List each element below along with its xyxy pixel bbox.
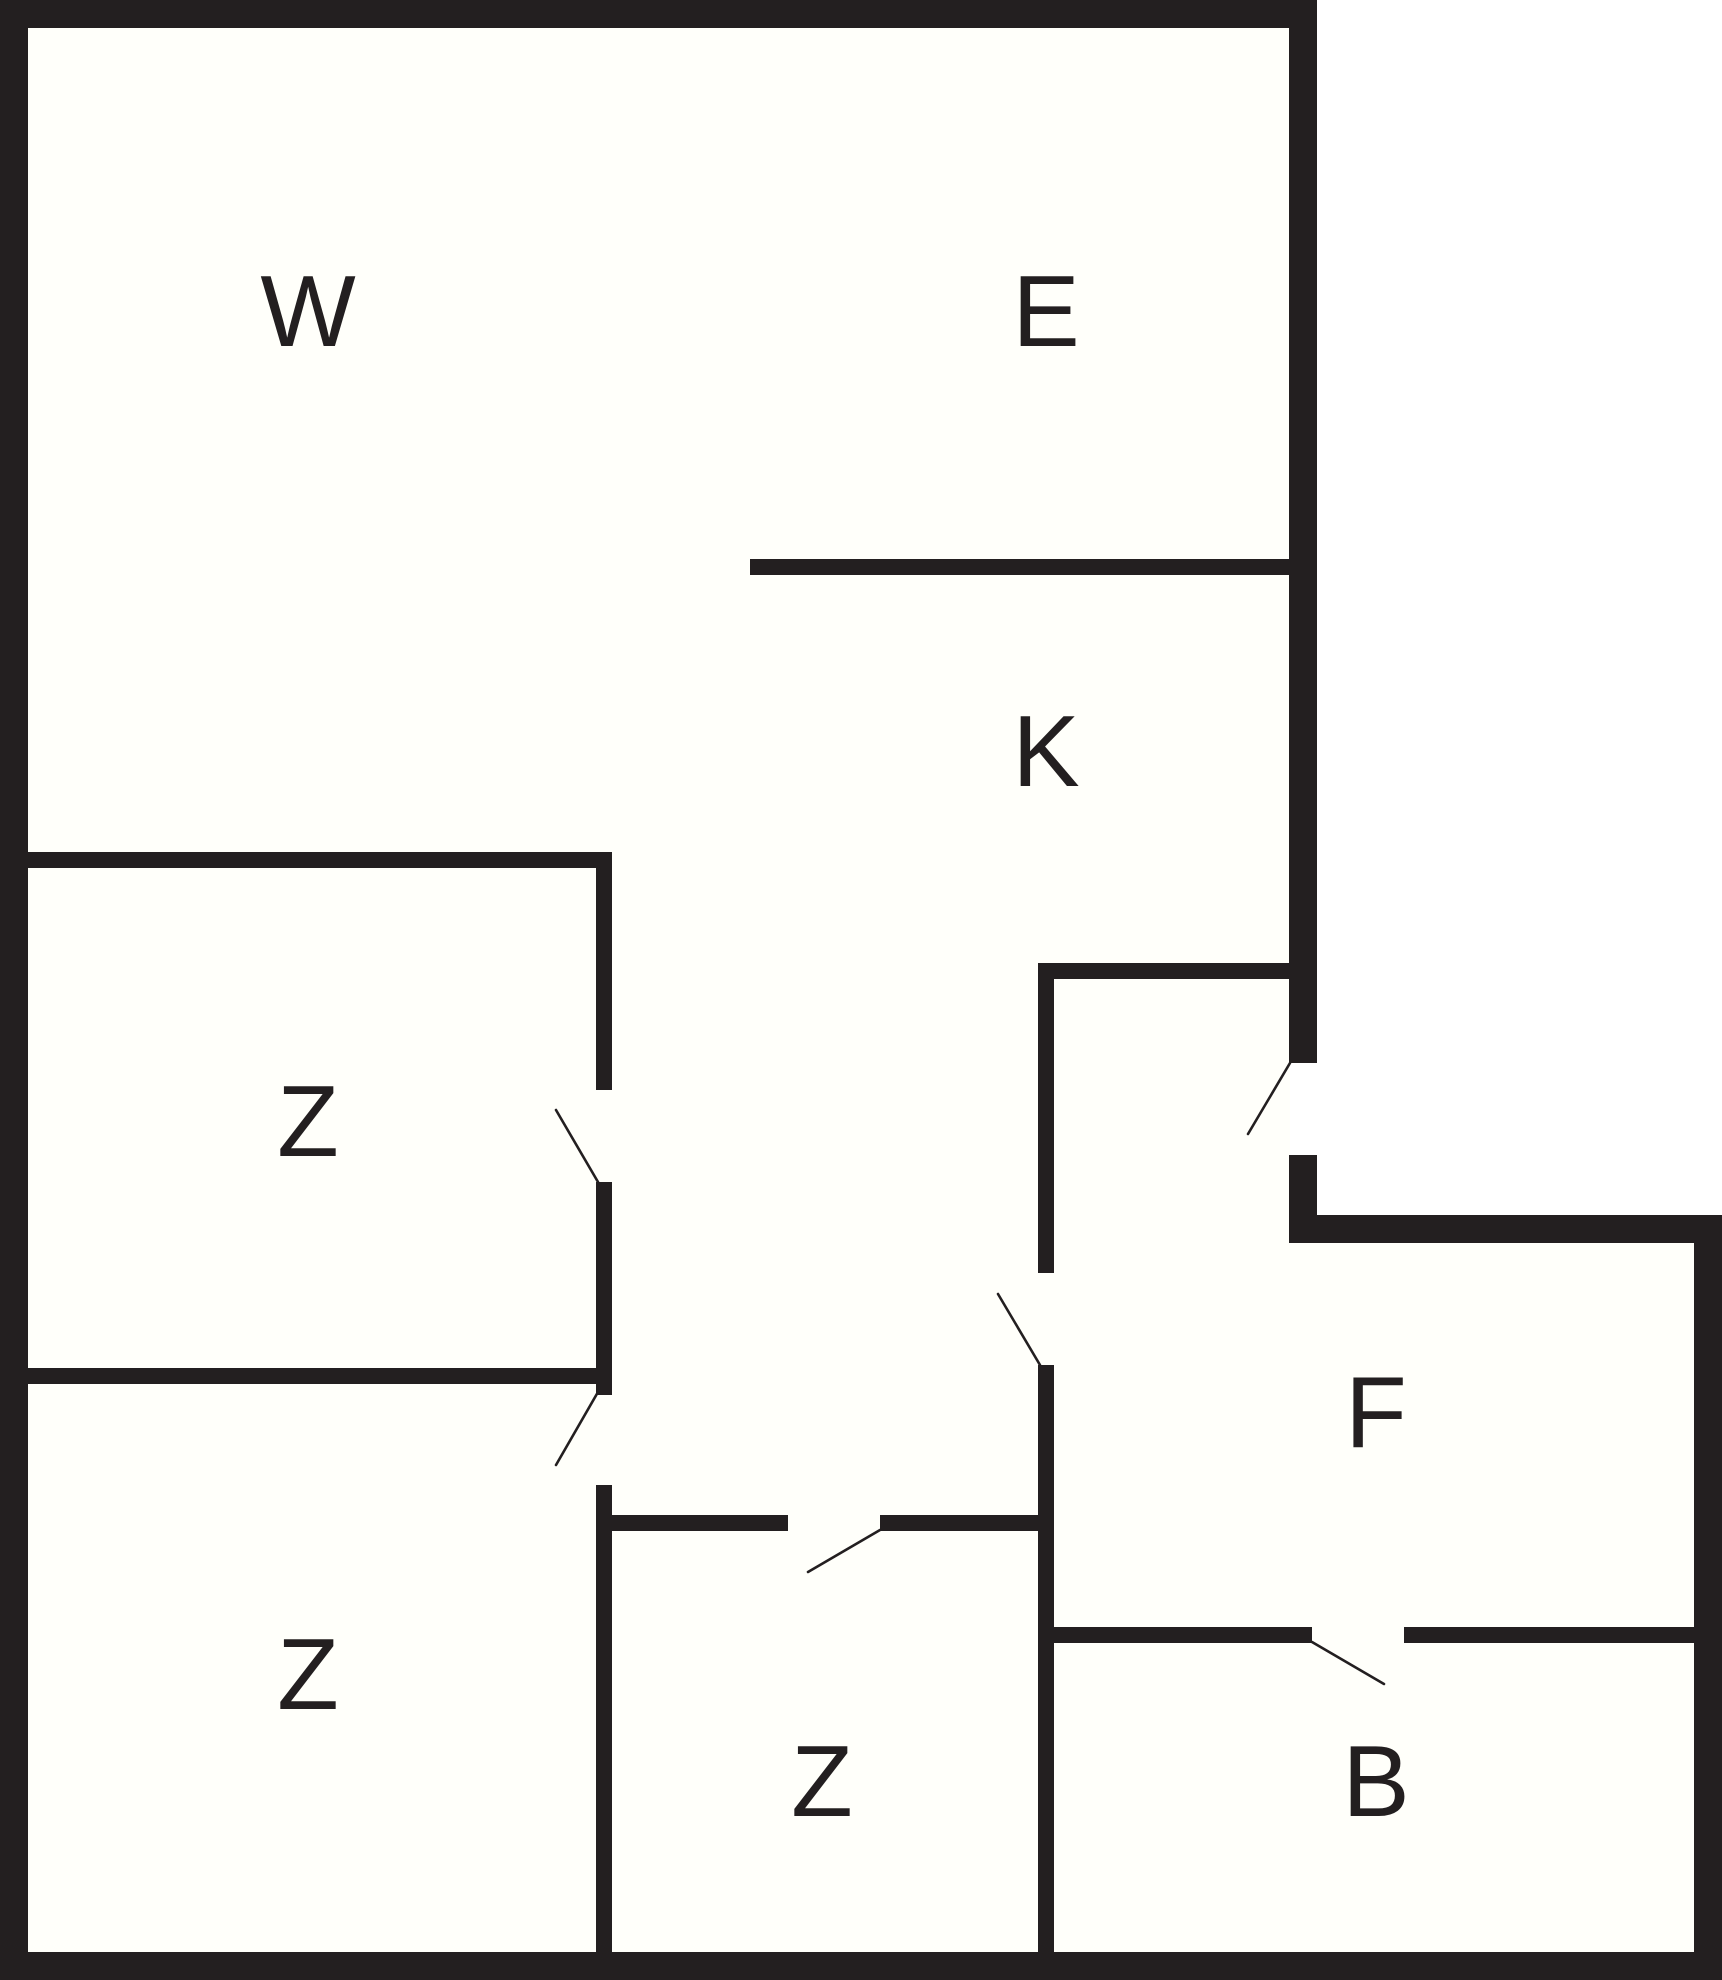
room-label-bedroom-1: Z [277, 1066, 339, 1178]
room-label-bedroom-3: Z [791, 1726, 853, 1838]
exterior-wall-right-mid [1289, 1155, 1317, 1243]
wall-hall-bath-b [1404, 1627, 1695, 1643]
door-bedroom2-swing [554, 1390, 600, 1467]
door-bedroom3-swing [806, 1528, 882, 1574]
door-entrance-swing [1246, 1061, 1292, 1136]
wall-hall-left-a [1038, 963, 1054, 1273]
wall-bedroom1-right-b [596, 1182, 612, 1395]
wall-bedroom1-right-a [596, 852, 612, 1090]
wall-bedroom3-top-a [596, 1515, 788, 1531]
room-label-living: W [260, 256, 355, 368]
door-bedroom1-swing [554, 1108, 600, 1184]
exterior-wall-bottom [0, 1952, 1722, 1980]
exterior-wall-left [0, 0, 28, 1980]
floor-area [27, 27, 1695, 1953]
wall-bedroom1-top [28, 852, 612, 868]
door-bathroom-swing [1310, 1640, 1386, 1686]
exterior-wall-step [1289, 1215, 1722, 1243]
door-hall-swing [996, 1292, 1042, 1367]
room-label-bathroom: B [1342, 1726, 1409, 1838]
wall-bedroom3-top-b [880, 1515, 1040, 1531]
room-label-kitchen: K [1012, 696, 1079, 808]
wall-hall-bath-a [1038, 1627, 1312, 1643]
wall-dining-kitchen [750, 559, 1290, 575]
exterior-wall-right-upper [1289, 0, 1317, 1063]
wall-bedroom2-right [596, 1485, 612, 1953]
exterior-wall-top [0, 0, 1317, 28]
exterior-wall-right-lower [1694, 1215, 1722, 1980]
room-label-hallway: F [1345, 1357, 1407, 1469]
room-label-bedroom-2: Z [277, 1619, 339, 1731]
wall-bedroom1-bedroom2 [28, 1368, 612, 1384]
wall-hall-left-b [1038, 1365, 1054, 1953]
wall-hall-top [1038, 963, 1290, 979]
room-label-dining: E [1012, 256, 1079, 368]
